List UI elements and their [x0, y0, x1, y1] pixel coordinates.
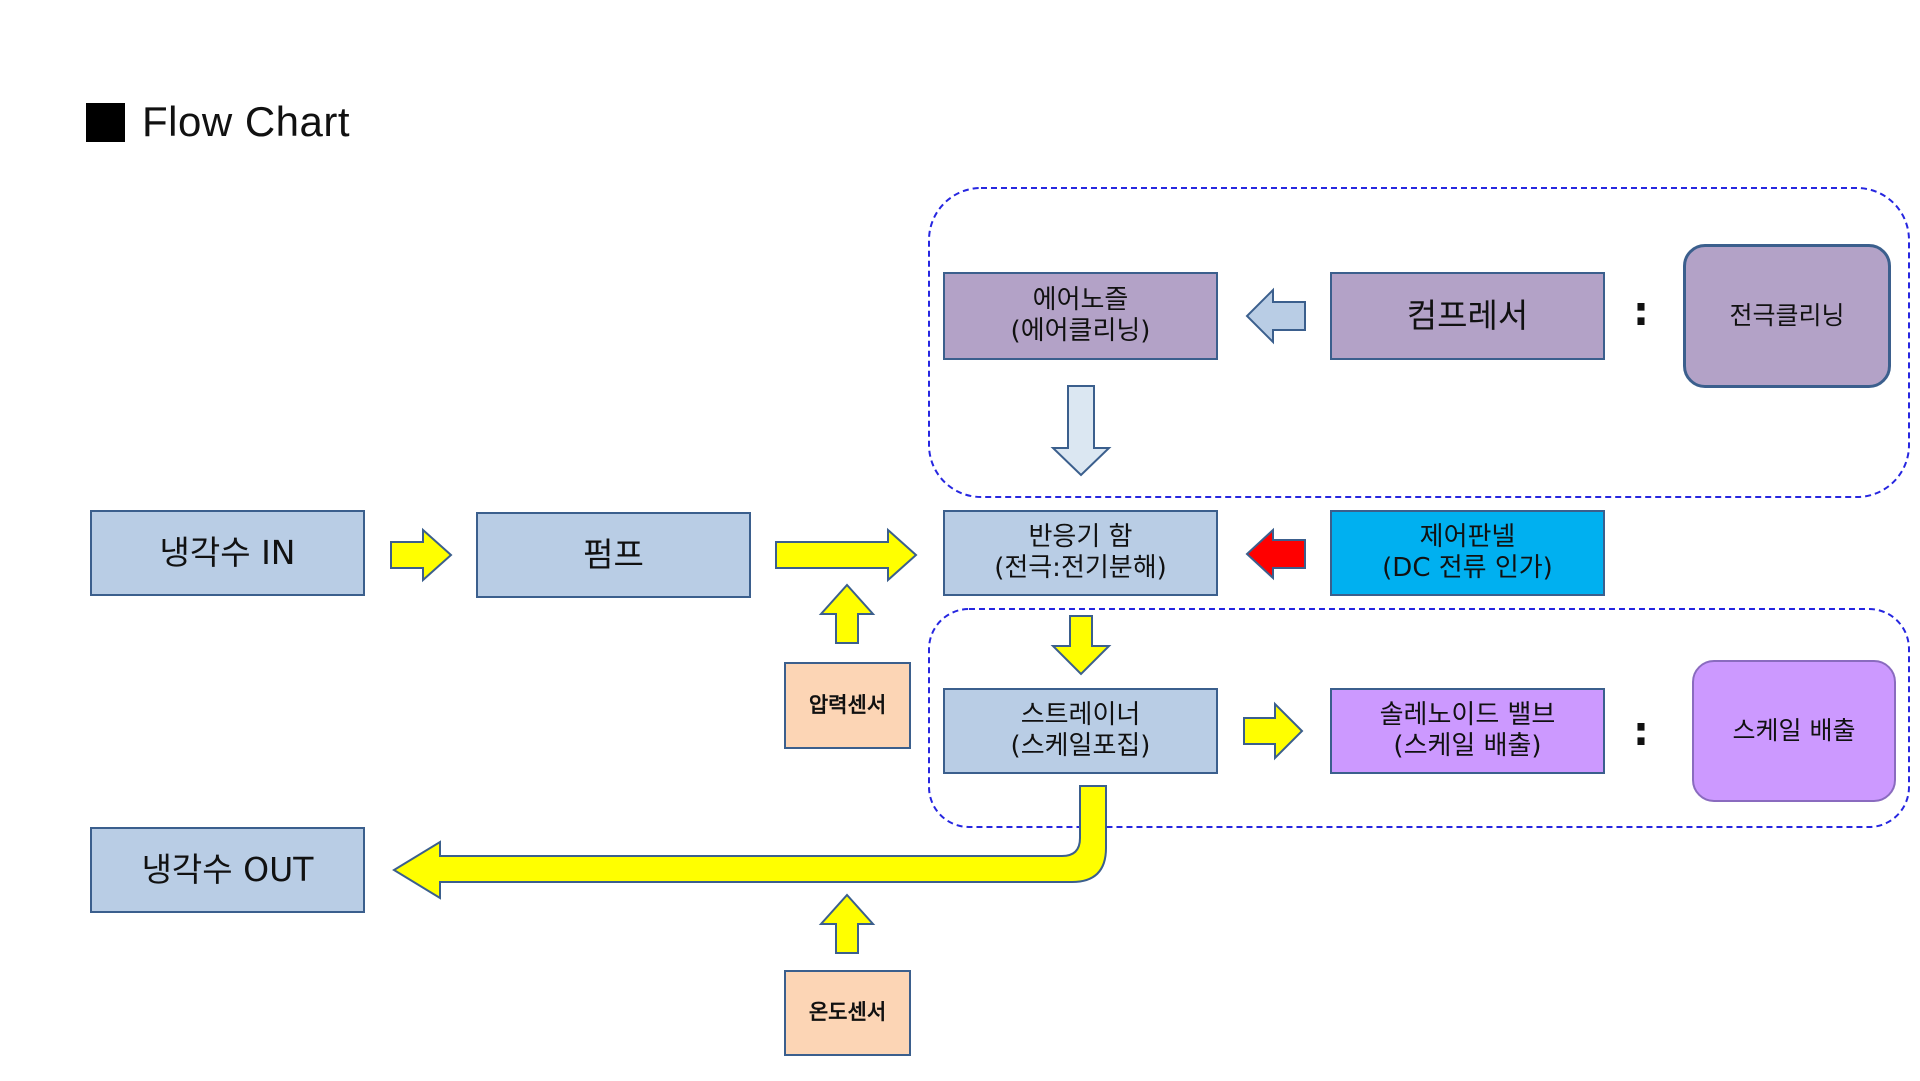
- node-reactor-line1: 반응기 함: [1028, 521, 1133, 552]
- node-electrode-cleaning-label: 전극클리닝: [1729, 301, 1845, 330]
- node-solenoid-valve: 솔레노이드 밸브 (스케일 배출): [1330, 688, 1605, 774]
- node-compressor-label: 컴프레서: [1406, 296, 1529, 336]
- arrow-compressor-to-air-nozzle: [1245, 287, 1306, 345]
- node-reactor-line2: (전극:전기분해): [994, 553, 1167, 583]
- node-reactor: 반응기 함 (전극:전기분해): [943, 510, 1218, 596]
- separator-colon-top: :: [1633, 289, 1649, 335]
- node-coolant-out: 냉각수 OUT: [90, 827, 365, 913]
- node-strainer: 스트레이너 (스케일포집): [943, 688, 1218, 774]
- node-air-nozzle: 에어노즐 (에어클리닝): [943, 272, 1218, 360]
- arrow-pump-to-reactor: [775, 527, 918, 583]
- arrow-coolant-in-to-pump: [390, 527, 453, 583]
- node-temperature-sensor-label: 온도센서: [808, 1000, 887, 1025]
- node-pump-label: 펌프: [583, 535, 644, 575]
- separator-colon-bottom: :: [1633, 709, 1649, 755]
- node-pressure-sensor: 압력센서: [784, 662, 911, 749]
- node-control-panel-line1: 제어판넬: [1419, 521, 1516, 552]
- page-title-text: Flow Chart: [142, 98, 351, 145]
- arrow-air-nozzle-to-reactor: [1050, 385, 1112, 477]
- group-air-cleaning-dashed: [928, 187, 1910, 498]
- arrow-temperature-sensor-up: [818, 893, 876, 954]
- arrow-strainer-to-coolant-out: [392, 785, 1107, 900]
- node-coolant-in-label: 냉각수 IN: [159, 533, 296, 573]
- arrow-strainer-to-solenoid: [1243, 701, 1304, 761]
- node-pressure-sensor-label: 압력센서: [808, 692, 887, 717]
- arrow-control-panel-to-reactor: [1245, 527, 1306, 581]
- node-scale-discharge: 스케일 배출: [1692, 660, 1896, 802]
- arrow-pressure-sensor-up: [818, 583, 876, 644]
- node-pump: 펌프: [476, 512, 751, 598]
- node-electrode-cleaning: 전극클리닝: [1683, 244, 1891, 388]
- arrow-reactor-to-strainer: [1050, 615, 1112, 676]
- node-coolant-out-label: 냉각수 OUT: [141, 850, 314, 890]
- node-strainer-line1: 스트레이너: [1020, 699, 1141, 730]
- node-compressor: 컴프레서: [1330, 272, 1605, 360]
- node-strainer-line2: (스케일포집): [1010, 731, 1151, 761]
- node-control-panel: 제어판넬 (DC 전류 인가): [1330, 510, 1605, 596]
- node-coolant-in: 냉각수 IN: [90, 510, 365, 596]
- node-control-panel-line2: (DC 전류 인가): [1382, 553, 1553, 583]
- group-scale-discharge-dashed: [928, 608, 1910, 828]
- node-solenoid-valve-line2: (스케일 배출): [1393, 731, 1542, 761]
- node-temperature-sensor: 온도센서: [784, 970, 911, 1056]
- page-title: Flow Chart: [86, 98, 350, 146]
- title-bullet-square: [86, 102, 125, 142]
- node-solenoid-valve-line1: 솔레노이드 밸브: [1379, 699, 1556, 730]
- node-scale-discharge-label: 스케일 배출: [1732, 716, 1856, 745]
- node-air-nozzle-line1: 에어노즐: [1032, 284, 1129, 315]
- node-air-nozzle-line2: (에어클리닝): [1010, 316, 1151, 346]
